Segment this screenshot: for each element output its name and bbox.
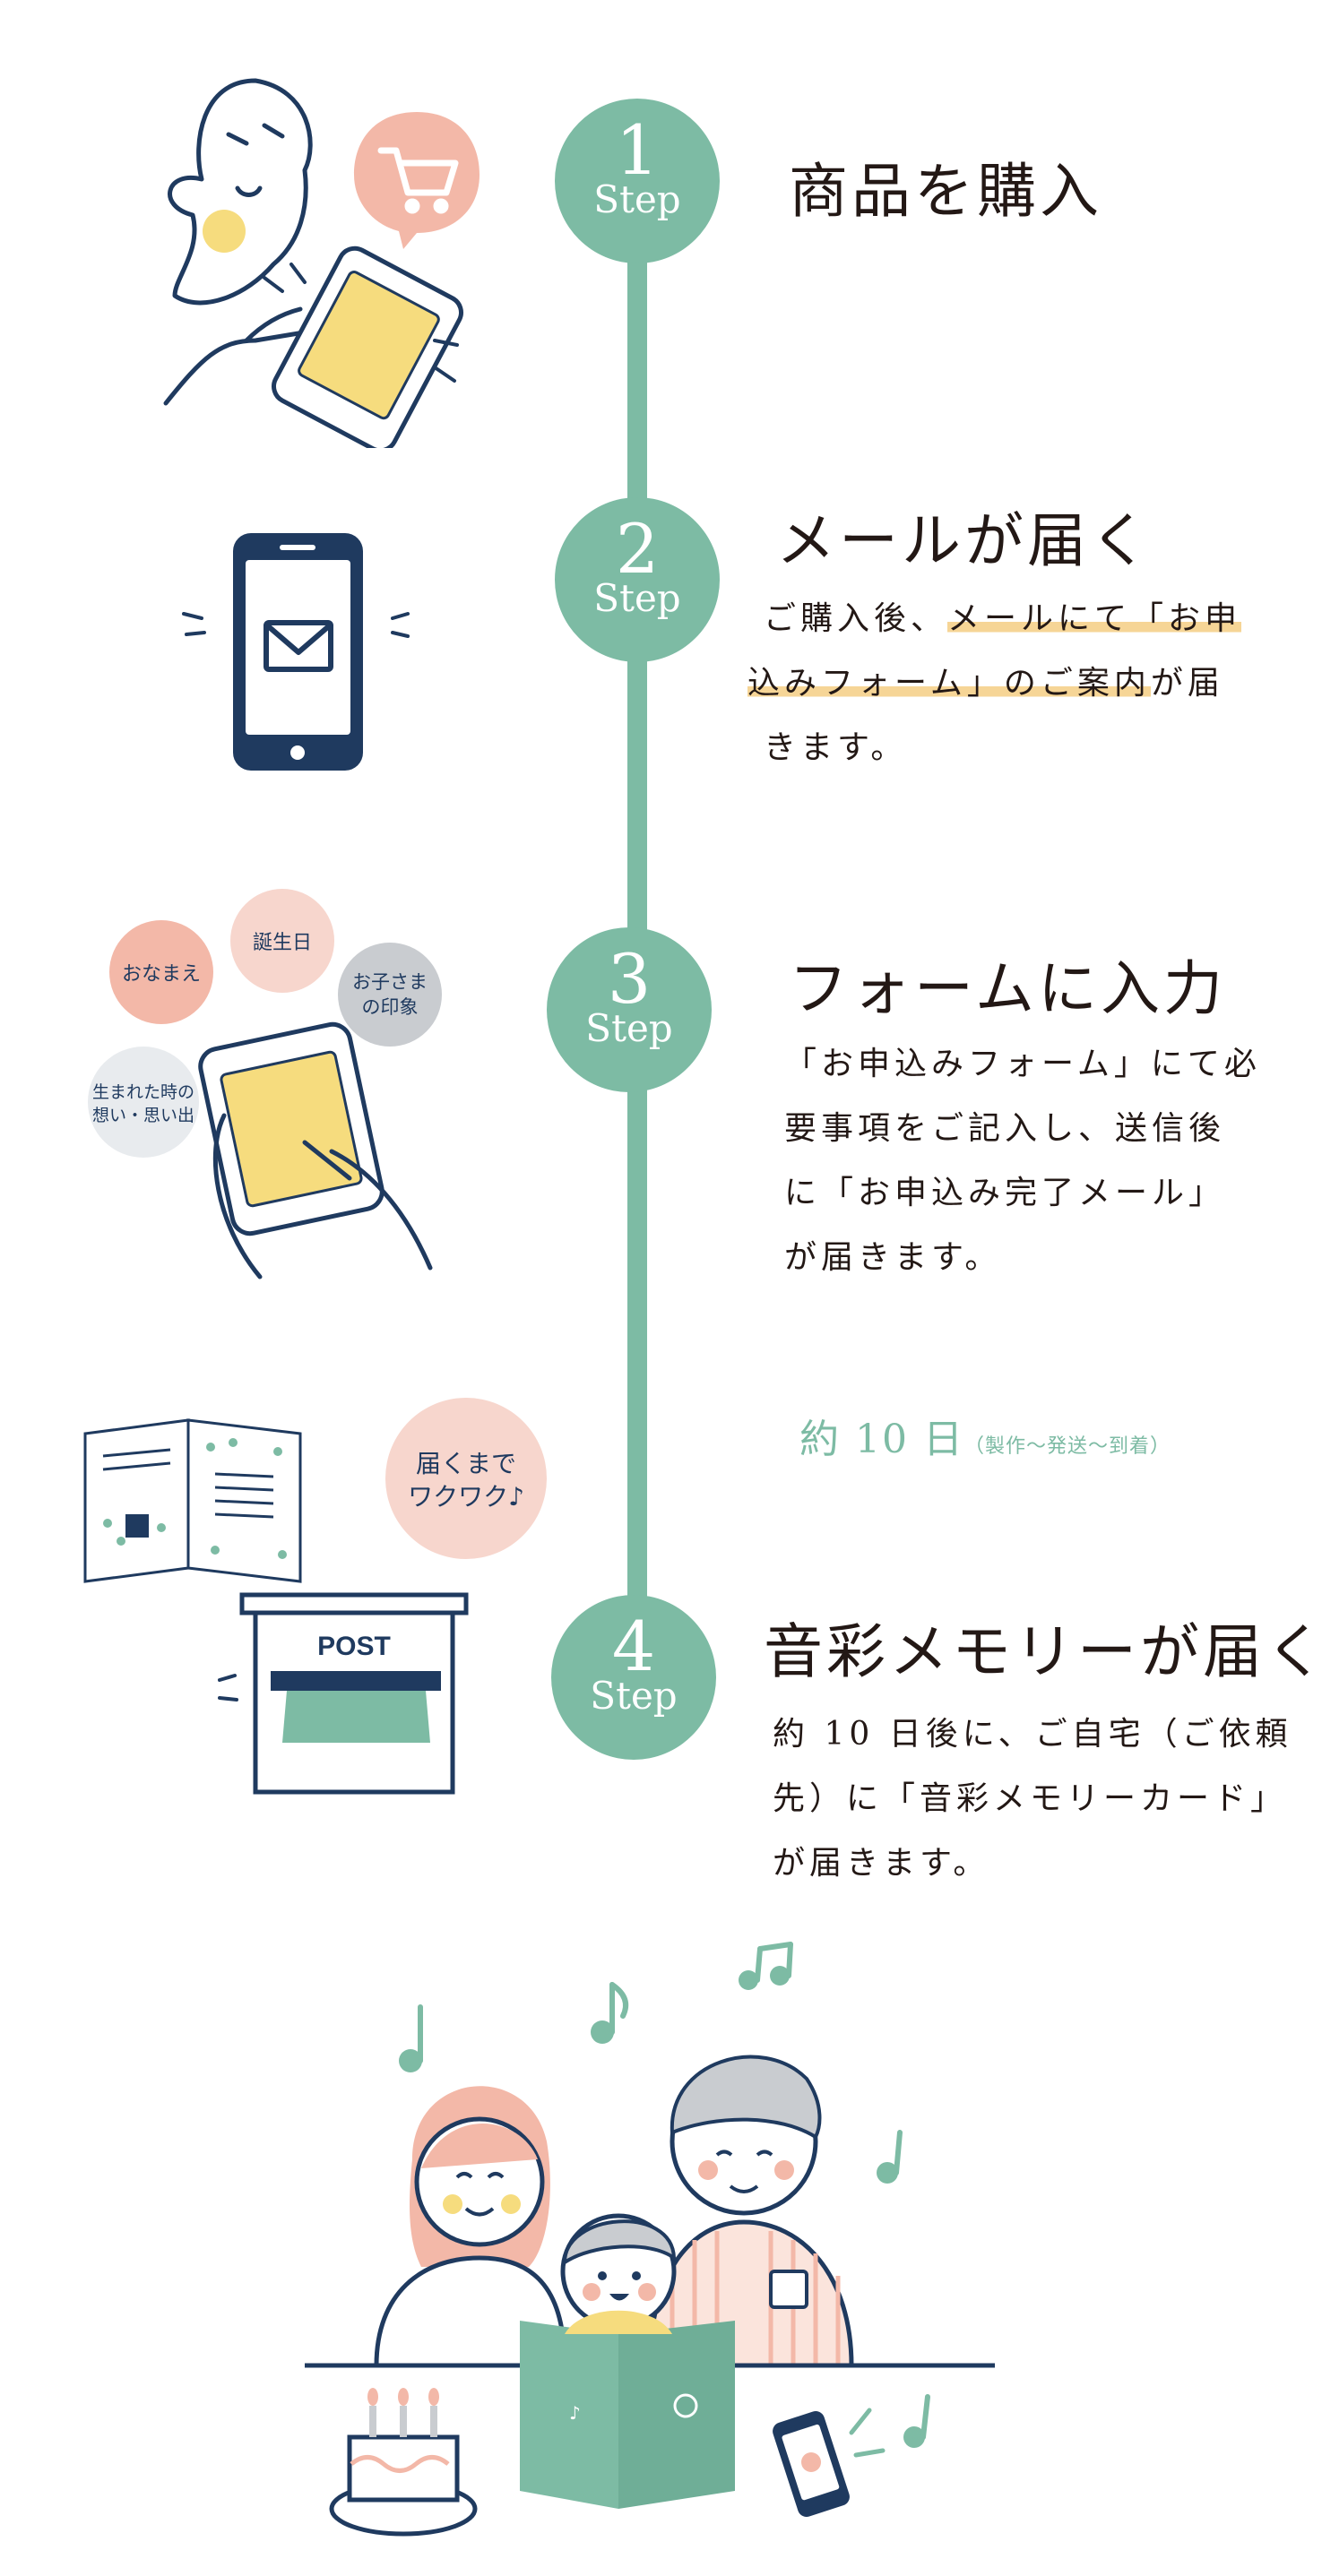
step-3-desc-line-2: 要事項をご記入し、送信後 bbox=[784, 1110, 1226, 1147]
music-note-icon bbox=[399, 1942, 930, 2448]
step-2-desc-line-2: 込みフォーム」のご案内が届 bbox=[747, 665, 1224, 702]
smartphone-icon bbox=[198, 1021, 385, 1236]
step-3-desc-line-1: 「お申込みフォーム」にて必 bbox=[784, 1046, 1261, 1082]
svg-text:の印象: の印象 bbox=[362, 996, 419, 1018]
step-4-badge: 4 Step bbox=[551, 1595, 716, 1760]
step-4-desc-line-2: 先）に「音彩メモリーカード」 bbox=[773, 1780, 1288, 1817]
step-3-desc-line-4: が届きます。 bbox=[784, 1239, 1002, 1276]
name-bubble: おなまえ bbox=[109, 920, 213, 1024]
step-4-desc-line-1: 約 10 日後に、ご自宅（ご依頼 bbox=[773, 1716, 1292, 1753]
mail-icon bbox=[264, 620, 333, 672]
birthday-cake-icon bbox=[329, 2388, 478, 2537]
svg-text:♪: ♪ bbox=[569, 2402, 581, 2424]
smartphone-icon bbox=[272, 246, 463, 448]
cheek-icon bbox=[203, 210, 246, 253]
step-1-badge: 1 Step bbox=[555, 99, 720, 263]
family-illustration: ♪ bbox=[305, 1942, 995, 2537]
duration-note: （製作〜発送〜到着） bbox=[963, 1435, 1171, 1458]
step-2-desc-line-1: ご購入後、メールにて「お申 bbox=[764, 600, 1242, 637]
svg-text:お子さま: お子さま bbox=[352, 971, 428, 993]
purchase-illustration bbox=[163, 78, 463, 448]
step-1-number: 1 bbox=[615, 110, 660, 190]
svg-text:おなまえ: おなまえ bbox=[122, 963, 201, 986]
excited-bubble: 届くまで ワクワク♪ bbox=[385, 1398, 547, 1559]
step-2-description: ご購入後、メールにて「お申 込みフォーム」のご案内が届 きます。 bbox=[747, 587, 1242, 780]
svg-text:ワクワク♪: ワクワク♪ bbox=[408, 1482, 524, 1512]
step-2-label: Step bbox=[593, 576, 681, 620]
step-4-title: 音彩メモリーが届く bbox=[764, 1617, 1322, 1686]
step-4-desc-line-3: が届きます。 bbox=[773, 1845, 990, 1882]
duration-value: 約 10 日 bbox=[799, 1417, 964, 1462]
step-1-title: 商品を購入 bbox=[789, 157, 1102, 226]
step-2-number: 2 bbox=[615, 509, 660, 589]
postbox-icon: POST bbox=[218, 1592, 469, 1795]
step-2-title: メールが届く bbox=[776, 506, 1153, 575]
birthday-bubble: 誕生日 bbox=[230, 889, 334, 993]
timeline-line bbox=[627, 134, 647, 1711]
step-3-number: 3 bbox=[607, 939, 652, 1019]
phone-mail-illustration bbox=[182, 533, 410, 771]
step-2-badge: 2 Step bbox=[555, 497, 720, 662]
svg-text:想い・思い出: 想い・思い出 bbox=[92, 1106, 194, 1125]
impression-bubble: お子さま の印象 bbox=[338, 943, 442, 1047]
cart-bubble bbox=[354, 112, 480, 249]
svg-text:届くまで: 届くまで bbox=[416, 1449, 516, 1478]
step-1-label: Step bbox=[593, 177, 681, 221]
step-2-desc-line-3: きます。 bbox=[764, 729, 908, 766]
step-3-badge: 3 Step bbox=[547, 927, 712, 1092]
svg-text:誕生日: 誕生日 bbox=[253, 932, 312, 954]
step-3-label: Step bbox=[585, 1006, 673, 1050]
step-4-description: 約 10 日後に、ご自宅（ご依頼 先）に「音彩メモリーカード」 が届きます。 bbox=[773, 1702, 1292, 1896]
step-3-description: 「お申込みフォーム」にて必 要事項をご記入し、送信後 に「お申込み完了メール」 … bbox=[784, 1032, 1261, 1290]
production-duration: 約 10 日（製作〜発送〜到着） bbox=[799, 1407, 1171, 1464]
svg-text:POST: POST bbox=[317, 1632, 391, 1661]
memory-bubble: 生まれた時の 想い・思い出 bbox=[88, 1047, 199, 1158]
card-illustration bbox=[83, 1418, 302, 1583]
step-3-desc-line-3: に「お申込み完了メール」 bbox=[784, 1175, 1226, 1211]
step-4-number: 4 bbox=[611, 1607, 656, 1686]
shopping-cart-icon bbox=[377, 147, 459, 214]
svg-text:生まれた時の: 生まれた時の bbox=[92, 1082, 194, 1102]
step-3-title: フォームに入力 bbox=[789, 954, 1227, 1023]
form-input-illustration: おなまえ 誕生日 お子さま の印象 生まれた時の 想い・思い出 bbox=[88, 889, 442, 1279]
smartphone-icon bbox=[773, 2411, 850, 2517]
step-4-label: Step bbox=[590, 1674, 678, 1718]
